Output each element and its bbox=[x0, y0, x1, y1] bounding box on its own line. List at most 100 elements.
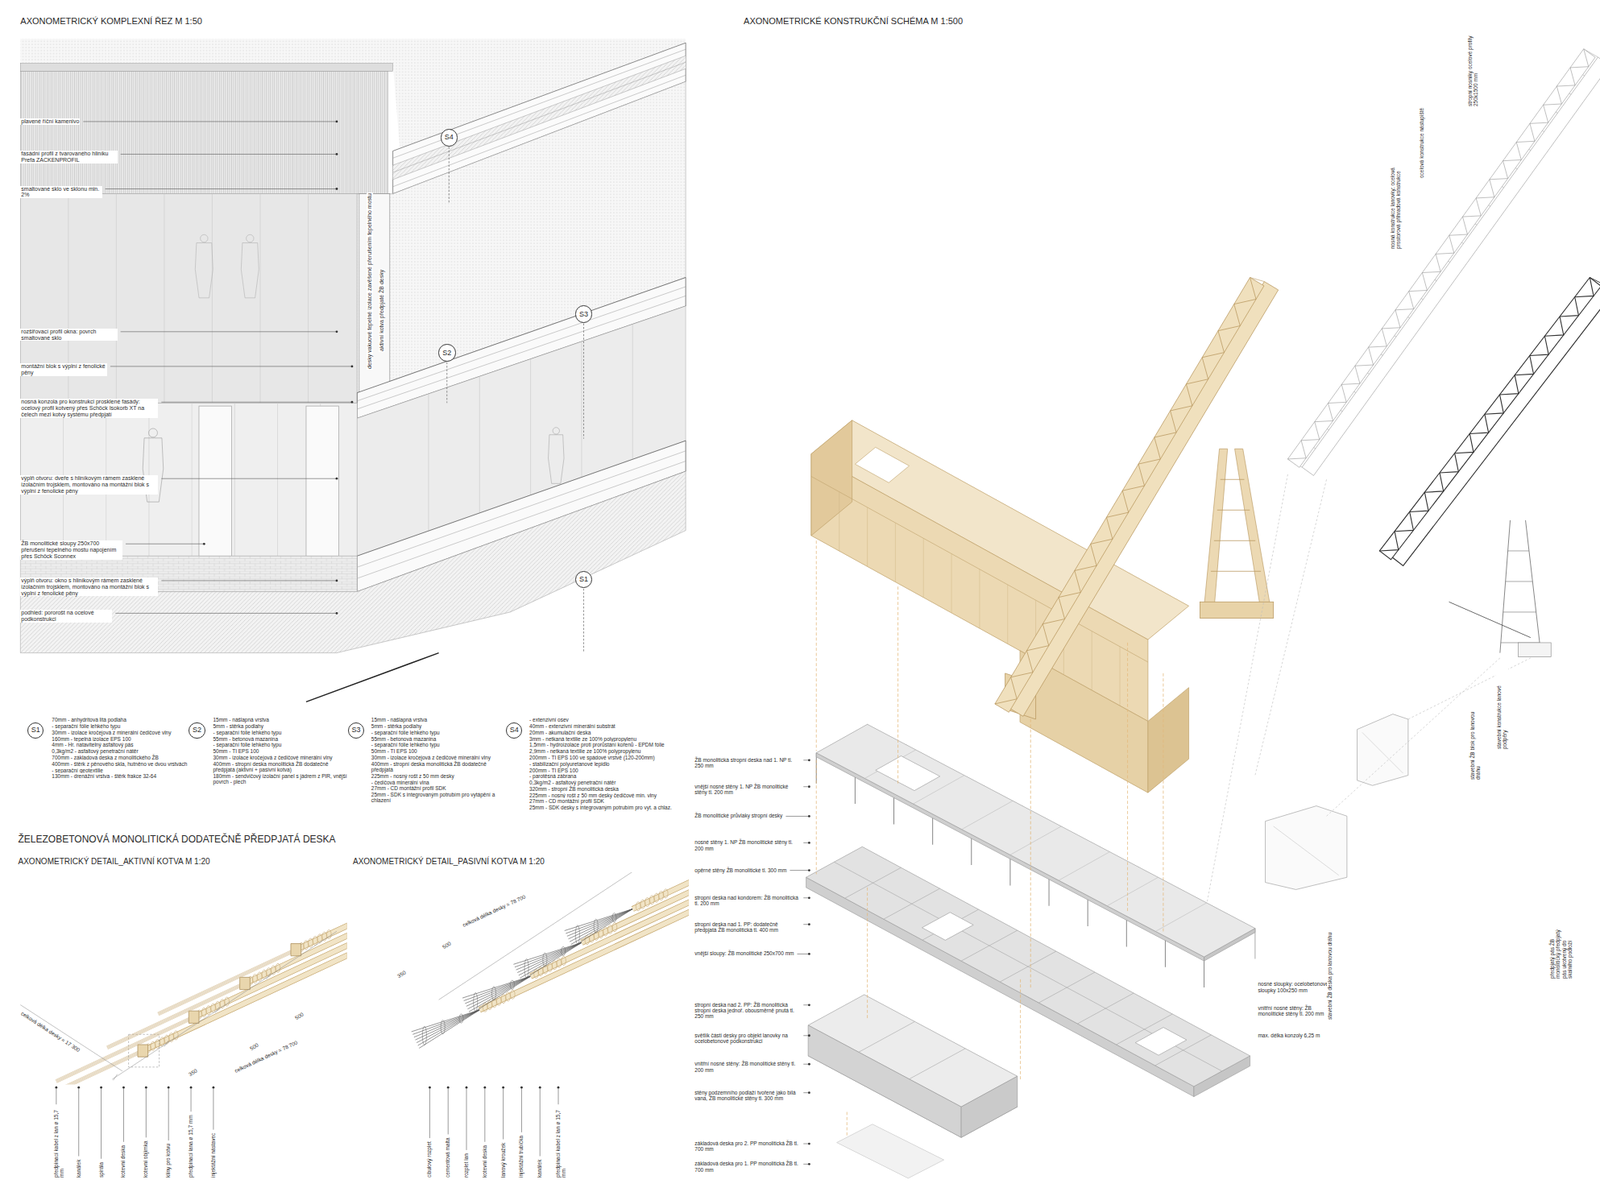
slab-opening bbox=[1135, 1027, 1187, 1057]
onion-ring bbox=[593, 919, 598, 933]
leader-dot bbox=[212, 1086, 216, 1090]
spiral bbox=[510, 990, 516, 999]
foundation-block bbox=[1357, 714, 1409, 787]
wall bbox=[909, 1048, 966, 1080]
leader-line bbox=[120, 153, 337, 155]
spiral bbox=[551, 961, 557, 970]
person-figure bbox=[246, 234, 254, 242]
glazing-mullion bbox=[580, 341, 582, 477]
layer-table-row: - stabilizační polyuretanové lepidlo bbox=[528, 761, 610, 767]
strand bbox=[106, 982, 245, 1047]
callout-number: S1 bbox=[579, 576, 589, 584]
glazing-mullion bbox=[211, 194, 213, 404]
facade-mullion bbox=[978, 569, 980, 629]
tower-base bbox=[1200, 601, 1274, 618]
onion-strand bbox=[462, 976, 531, 999]
tower-brace bbox=[1210, 571, 1261, 573]
tower-brace bbox=[1508, 550, 1530, 552]
leader-line bbox=[123, 1087, 125, 1143]
leader-dot bbox=[335, 612, 339, 615]
facade-profile bbox=[20, 71, 388, 195]
dimension-label: 500 bbox=[440, 940, 453, 951]
tower-brace bbox=[1217, 509, 1251, 511]
truss bbox=[1301, 57, 1600, 477]
tendon-duct bbox=[530, 872, 689, 977]
truss-bracing bbox=[994, 277, 1256, 705]
leader-dot bbox=[808, 1063, 811, 1066]
onion-strand bbox=[418, 1010, 480, 1049]
glazing-mullion bbox=[632, 323, 634, 460]
facade-mullion bbox=[923, 538, 925, 597]
slab-opening bbox=[921, 912, 974, 941]
strand bbox=[158, 950, 297, 1016]
column bbox=[1164, 936, 1166, 968]
leader-dot bbox=[335, 477, 339, 481]
person-figure bbox=[200, 234, 208, 242]
spiral bbox=[659, 891, 664, 900]
facade-mullion bbox=[895, 522, 896, 582]
annotation-label: desky vakuové tepelné izolace zavěšené p… bbox=[366, 192, 374, 370]
layer-table-marker: S3 bbox=[348, 722, 365, 739]
leader-line bbox=[161, 580, 337, 581]
truss bbox=[1287, 49, 1596, 469]
layer-table-row: 55mm - betonová mazanina bbox=[211, 736, 279, 742]
leader-dot bbox=[808, 923, 811, 926]
onion-strand bbox=[411, 1010, 481, 1033]
annotation-label: ocelová konstrukce nástupiště bbox=[1418, 107, 1425, 179]
tower-brace bbox=[1214, 540, 1256, 542]
onion-ring bbox=[491, 986, 496, 1001]
leader-dot bbox=[808, 1034, 811, 1037]
glazing-mullion bbox=[259, 194, 261, 404]
leader-line bbox=[558, 1087, 560, 1105]
annotation-label: stropní deska nad 1. PP: dodatečně předp… bbox=[693, 921, 801, 934]
annotation-label: cibulový rozplet bbox=[426, 1140, 432, 1179]
annotation-label: stropní deska nad 2. PP: ŽB monolitická … bbox=[693, 1002, 801, 1020]
column bbox=[1009, 854, 1011, 886]
layer-table-row: 3mm - netkaná textilie ze 100% polypropy… bbox=[528, 736, 638, 742]
annotation-label: vnější nosné stěny 1. NP ŽB monolitické … bbox=[693, 783, 801, 796]
annotation-label: injektážní nástavec bbox=[210, 1132, 216, 1179]
layer-table-row: 225mm - nosný rošt z 50 mm desky bbox=[370, 773, 456, 780]
annotation-label: spirála bbox=[98, 1161, 104, 1179]
strand bbox=[158, 951, 297, 1016]
onion-strand bbox=[572, 909, 633, 948]
glazing-mullion bbox=[277, 402, 278, 556]
strand bbox=[15, 1052, 144, 1085]
leader-dot bbox=[808, 1163, 811, 1166]
leader-line bbox=[125, 543, 204, 545]
dimension-label: celková délka desky = 78 700 bbox=[232, 1039, 299, 1075]
annotation-label: světlík části desky pro objekt lanovky n… bbox=[693, 1032, 801, 1045]
leader-line bbox=[484, 1087, 485, 1143]
annotation-label: injektážní trubička bbox=[518, 1135, 524, 1179]
dimension-label: 350 bbox=[395, 969, 408, 980]
annotation-label: klíny pro kotvu bbox=[165, 1143, 171, 1179]
spiral bbox=[496, 996, 502, 1006]
leader-dot bbox=[77, 1086, 80, 1090]
callout-number: S4 bbox=[444, 133, 454, 141]
column bbox=[306, 406, 340, 556]
layer-table-row: 27mm - CD montážní profil SDK bbox=[528, 798, 606, 805]
leader-line bbox=[55, 1087, 57, 1105]
spiral bbox=[492, 998, 498, 1008]
onion-strand bbox=[569, 909, 633, 943]
layer-table-row: - separační geotextilie bbox=[50, 767, 104, 774]
projection-line bbox=[1030, 719, 1032, 988]
drawing-line bbox=[1273, 826, 1339, 876]
leader-dot bbox=[167, 1086, 170, 1090]
tower-brace bbox=[1220, 479, 1245, 481]
anchor-plate bbox=[137, 1044, 149, 1057]
layer-table-row: 15mm - nášlapná vrstva bbox=[370, 717, 428, 723]
dimension-tick bbox=[113, 1074, 118, 1082]
column bbox=[970, 834, 972, 866]
onion-ring bbox=[575, 925, 580, 945]
callout-number: S2 bbox=[192, 726, 202, 734]
column bbox=[1048, 875, 1050, 907]
annotation-label: kanálek bbox=[536, 1158, 543, 1178]
leader-line bbox=[100, 1087, 102, 1160]
layer-table-row: 30mm - izolace kročejová z čedičové mine… bbox=[370, 754, 492, 761]
dimension-tick bbox=[266, 973, 271, 980]
layer-table-column: 70mm - anhydritová litá podlaha- separač… bbox=[50, 717, 189, 780]
wall bbox=[858, 1021, 916, 1053]
spiral bbox=[598, 929, 604, 939]
leader-dot bbox=[808, 869, 811, 872]
